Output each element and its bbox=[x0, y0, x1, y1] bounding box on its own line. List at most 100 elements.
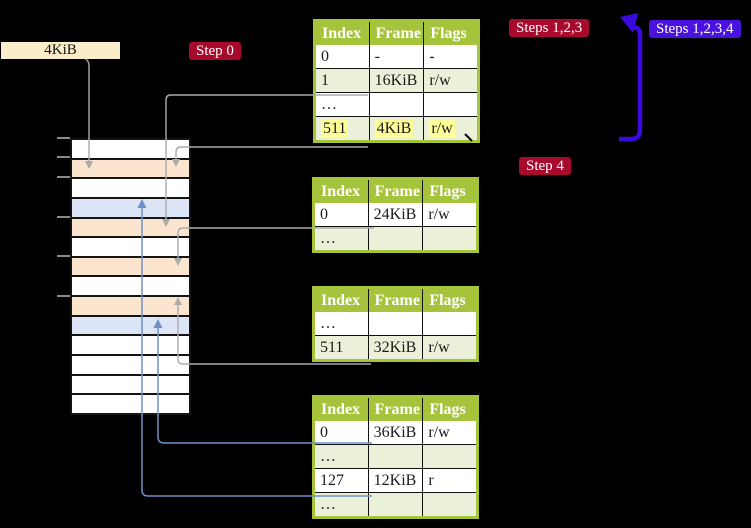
column-header: Flags bbox=[422, 178, 478, 203]
column-header: Index bbox=[313, 396, 369, 421]
table-cell bbox=[367, 312, 423, 336]
steps-123-label: Steps 1,2,3 bbox=[509, 19, 590, 37]
highlighted-value: 4KiB bbox=[374, 119, 414, 137]
table-cell: … bbox=[314, 92, 370, 117]
step0-label: Step 0 bbox=[189, 42, 241, 60]
table-cell: 24KiB bbox=[367, 203, 423, 227]
column-header: Index bbox=[313, 287, 369, 312]
table-row: … bbox=[313, 226, 478, 252]
table-cell: 0 bbox=[313, 203, 369, 227]
column-header: Index bbox=[314, 20, 370, 45]
memory-frame-row-white bbox=[72, 277, 189, 296]
table-cell: 1 bbox=[314, 68, 370, 93]
table-cell: - bbox=[423, 45, 479, 69]
table-cell bbox=[422, 444, 478, 469]
table-row: 0-- bbox=[314, 45, 479, 69]
table-cell: 16KiB bbox=[368, 68, 424, 93]
loop-arrow-steps bbox=[619, 25, 643, 142]
table-cell bbox=[367, 492, 423, 518]
address-tick bbox=[57, 216, 70, 218]
address-tick bbox=[57, 137, 70, 139]
table-row: … bbox=[314, 92, 479, 117]
table-cell bbox=[422, 226, 478, 252]
table-cell: 0 bbox=[314, 45, 370, 69]
table-cell: … bbox=[313, 226, 369, 252]
memory-frame-row-white bbox=[72, 375, 189, 394]
table-row: … bbox=[313, 444, 478, 469]
highlighted-value: 511 bbox=[321, 119, 349, 137]
column-header: Frame bbox=[367, 287, 423, 312]
connector-entry511-to-4kib bbox=[175, 146, 368, 160]
frame-size-label: 4KiB bbox=[1, 42, 120, 59]
memory-frame-row-white bbox=[72, 395, 189, 413]
memory-frame-row-blue bbox=[72, 316, 189, 335]
table-cell: … bbox=[313, 492, 369, 518]
memory-frame-row-white bbox=[72, 238, 189, 256]
table-row: 511 4KiB r/w bbox=[314, 116, 479, 142]
memory-frame-row-blue bbox=[72, 198, 189, 217]
memory-frame-row-peach bbox=[72, 257, 189, 276]
table-cell: 511 bbox=[314, 116, 370, 142]
table-cell: … bbox=[313, 312, 369, 336]
table-cell bbox=[423, 92, 479, 117]
table-row: … bbox=[313, 492, 478, 518]
table-cell bbox=[367, 444, 423, 469]
table-row: … bbox=[313, 312, 478, 336]
table-cell bbox=[367, 226, 423, 252]
column-header: Frame bbox=[367, 178, 423, 203]
table-cell: 4KiB bbox=[368, 116, 424, 142]
memory-frame-row-peach bbox=[72, 159, 189, 178]
table-cell bbox=[368, 92, 424, 117]
column-header: Flags bbox=[422, 396, 478, 421]
column-header: Flags bbox=[422, 287, 478, 312]
table-cell: r bbox=[422, 468, 478, 493]
steps-1234-label: Steps 1,2,3,4 bbox=[649, 20, 741, 38]
memory-frame-row-white bbox=[72, 356, 189, 374]
table-cell: r/w bbox=[422, 335, 478, 361]
address-tick bbox=[57, 295, 70, 297]
table-cell: 32KiB bbox=[367, 335, 423, 361]
column-header: Index bbox=[313, 178, 369, 203]
address-tick bbox=[57, 156, 70, 158]
highlighted-value: r/w bbox=[429, 119, 455, 137]
memory-frame-row-white bbox=[72, 179, 189, 197]
table-cell: r/w bbox=[422, 203, 478, 227]
table-cell: r/w bbox=[423, 68, 479, 93]
column-header: Flags bbox=[423, 20, 479, 45]
table-cell: r/w bbox=[422, 421, 478, 445]
table-cell: r/w bbox=[423, 116, 479, 142]
table-cell: … bbox=[313, 444, 369, 469]
memory-frame-row-peach bbox=[72, 218, 189, 237]
step4-label: Step 4 bbox=[519, 157, 571, 175]
table-cell: - bbox=[368, 45, 424, 69]
address-tick bbox=[57, 176, 70, 178]
table-cell: 511 bbox=[313, 335, 369, 361]
table-cell bbox=[422, 492, 478, 518]
address-tick bbox=[57, 255, 70, 257]
table-cell: 36KiB bbox=[367, 421, 423, 445]
memory-frame-row-white bbox=[72, 336, 189, 355]
table-cell: 127 bbox=[313, 468, 369, 493]
table-cell bbox=[422, 312, 478, 336]
column-header: Frame bbox=[368, 20, 424, 45]
table-cell: 0 bbox=[313, 421, 369, 445]
column-header: Frame bbox=[367, 396, 423, 421]
loop-arrowhead-icon bbox=[620, 13, 638, 33]
memory-frame-row-white bbox=[72, 140, 189, 158]
physical-memory-column bbox=[70, 138, 191, 415]
table-cell: 12KiB bbox=[367, 468, 423, 493]
memory-frame-row-peach bbox=[72, 297, 189, 315]
